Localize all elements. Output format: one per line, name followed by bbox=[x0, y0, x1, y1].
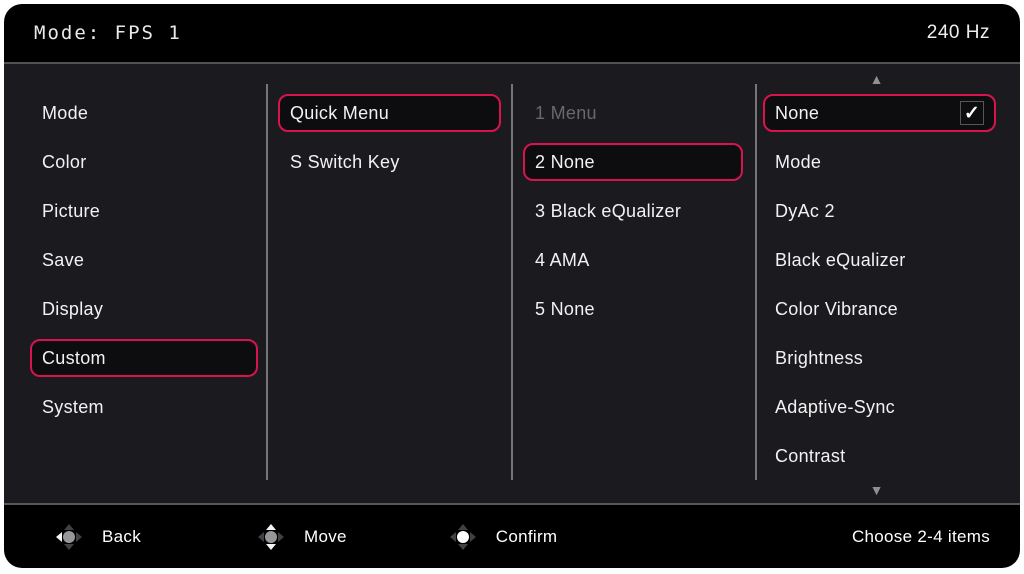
option-item-none[interactable]: None ✓ bbox=[763, 94, 996, 132]
scroll-up-icon[interactable]: ▲ bbox=[869, 71, 884, 87]
osd-top-bar: Mode: FPS 1 240 Hz bbox=[4, 4, 1020, 62]
option-item-color-vibrance[interactable]: Color Vibrance bbox=[763, 290, 996, 328]
slot-item-4-ama[interactable]: 4 AMA bbox=[523, 241, 743, 279]
option-item-label: Adaptive-Sync bbox=[775, 396, 895, 417]
option-item-mode[interactable]: Mode bbox=[763, 143, 996, 181]
menu-item-label: Save bbox=[42, 249, 85, 270]
joystick-press-icon bbox=[449, 523, 476, 550]
submenu-item-label: S Switch Key bbox=[290, 151, 400, 172]
menu-item-system[interactable]: System bbox=[30, 388, 258, 426]
slot-item-1-menu: 1 Menu bbox=[523, 94, 743, 132]
option-item-label: Black eQualizer bbox=[775, 249, 906, 270]
menu-item-display[interactable]: Display bbox=[30, 290, 258, 328]
menu-item-picture[interactable]: Picture bbox=[30, 192, 258, 230]
menu-item-label: System bbox=[42, 396, 104, 417]
submenu-item-quick-menu[interactable]: Quick Menu bbox=[278, 94, 501, 132]
option-item-label: Mode bbox=[775, 151, 822, 172]
option-item-label: None bbox=[775, 102, 820, 123]
back-action-label: Back bbox=[102, 526, 141, 546]
slot-item-label: 1 Menu bbox=[535, 102, 597, 123]
move-action-label: Move bbox=[304, 526, 347, 546]
menu-item-label: Picture bbox=[42, 200, 101, 221]
menu-item-label: Color bbox=[42, 151, 87, 172]
column-divider bbox=[511, 84, 513, 480]
menu-item-color[interactable]: Color bbox=[30, 143, 258, 181]
menu-item-custom[interactable]: Custom bbox=[30, 339, 258, 377]
main-menu-column: Mode Color Picture Save Display Custom S… bbox=[4, 64, 266, 503]
back-action: Back bbox=[56, 523, 141, 550]
option-item-black-equalizer[interactable]: Black eQualizer bbox=[763, 241, 996, 279]
custom-submenu-column: Quick Menu S Switch Key bbox=[268, 64, 511, 503]
move-action: Move bbox=[258, 523, 347, 550]
monitor-osd-window: Mode: FPS 1 240 Hz Mode Color Picture Sa… bbox=[4, 4, 1020, 568]
menu-item-label: Display bbox=[42, 298, 104, 319]
submenu-item-s-switch-key[interactable]: S Switch Key bbox=[278, 143, 501, 181]
menu-item-label: Custom bbox=[42, 347, 106, 368]
option-item-dyac-2[interactable]: DyAc 2 bbox=[763, 192, 996, 230]
menu-item-mode[interactable]: Mode bbox=[30, 94, 258, 132]
slot-item-2-none[interactable]: 2 None bbox=[523, 143, 743, 181]
refresh-rate-value: 240 Hz bbox=[926, 22, 990, 43]
option-item-label: Color Vibrance bbox=[775, 298, 898, 319]
slot-item-label: 4 AMA bbox=[535, 249, 590, 270]
scroll-down-icon[interactable]: ▼ bbox=[869, 482, 884, 498]
checkbox: ✓ bbox=[960, 101, 984, 125]
option-item-label: DyAc 2 bbox=[775, 200, 835, 221]
menu-item-save[interactable]: Save bbox=[30, 241, 258, 279]
slot-item-label: 2 None bbox=[535, 151, 595, 172]
selection-hint: Choose 2-4 items bbox=[851, 526, 990, 546]
osd-bottom-bar: Back Move Confirm Choose 2-4 items bbox=[4, 505, 1020, 568]
option-item-label: Brightness bbox=[775, 347, 864, 368]
slot-item-3-black-equalizer[interactable]: 3 Black eQualizer bbox=[523, 192, 743, 230]
column-divider bbox=[266, 84, 268, 480]
joystick-left-icon bbox=[56, 523, 82, 550]
confirm-action-label: Confirm bbox=[495, 526, 558, 546]
confirm-action: Confirm bbox=[449, 523, 558, 550]
option-item-brightness[interactable]: Brightness bbox=[763, 339, 996, 377]
slot-item-5-none[interactable]: 5 None bbox=[523, 290, 743, 328]
osd-main-panel: Mode Color Picture Save Display Custom S… bbox=[4, 62, 1020, 505]
menu-item-label: Mode bbox=[42, 102, 89, 123]
slot-item-label: 5 None bbox=[535, 298, 595, 319]
column-divider bbox=[755, 84, 757, 480]
option-item-adaptive-sync[interactable]: Adaptive-Sync bbox=[763, 388, 996, 426]
check-icon: ✓ bbox=[963, 102, 981, 124]
current-mode-label: Mode: FPS 1 bbox=[34, 22, 182, 44]
submenu-item-label: Quick Menu bbox=[290, 102, 390, 123]
joystick-up-down-icon bbox=[258, 523, 284, 550]
option-item-label: Contrast bbox=[775, 445, 846, 466]
quick-menu-slots-column: 1 Menu 2 None 3 Black eQualizer 4 AMA 5 … bbox=[513, 64, 755, 503]
slot-options-column: ▲ None ✓ Mode DyAc 2 Black eQualizer Col… bbox=[757, 64, 1020, 503]
slot-item-label: 3 Black eQualizer bbox=[535, 200, 682, 221]
option-item-contrast[interactable]: Contrast bbox=[763, 437, 996, 475]
